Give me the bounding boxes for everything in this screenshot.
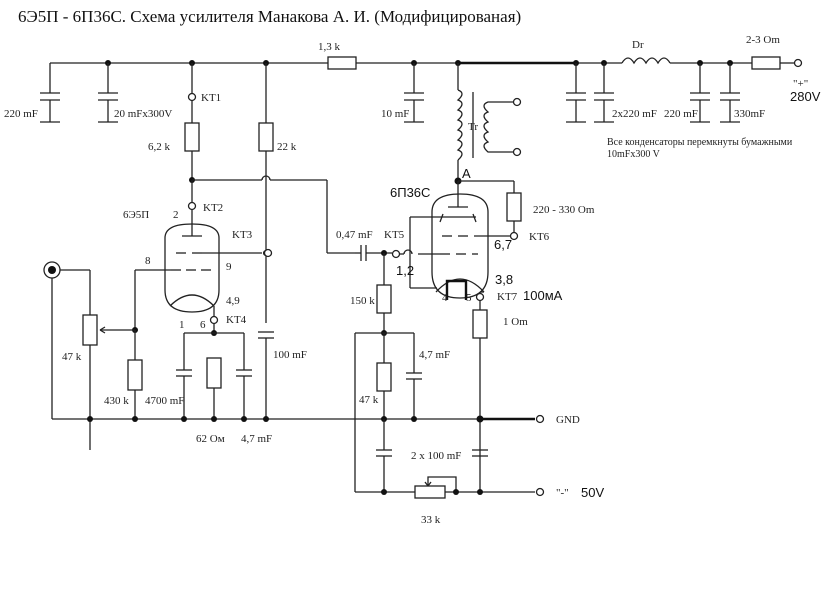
tube-6p36s bbox=[431, 193, 489, 299]
label-c10: 10 mF bbox=[381, 108, 409, 120]
label-pot-33k: 33 k bbox=[421, 514, 441, 526]
resistor-430k bbox=[127, 359, 143, 391]
label-gnd: GND bbox=[556, 414, 580, 426]
label-pin-6: 6 bbox=[200, 319, 206, 331]
choke-dr bbox=[621, 57, 671, 65]
test-point-kt4 bbox=[209, 315, 219, 325]
label-c-2x220: 2x220 mF bbox=[612, 108, 657, 120]
label-pin-4: 4 bbox=[442, 292, 448, 304]
label-transformer: Tr bbox=[468, 121, 478, 133]
label-kt7-current: 100мА bbox=[523, 288, 563, 303]
label-c1: 220 mF bbox=[4, 108, 38, 120]
label-pin-3-8: 3,8 bbox=[495, 272, 513, 287]
label-kt2: KT2 bbox=[203, 202, 223, 214]
test-point-kt3 bbox=[263, 248, 273, 258]
label-tube-output: 6П36С bbox=[390, 185, 430, 200]
plus-280v-terminal bbox=[793, 58, 803, 68]
label-pin-1: 1 bbox=[179, 319, 185, 331]
label-kt1: KT1 bbox=[201, 92, 221, 104]
label-pin-5: 5 bbox=[466, 292, 472, 304]
label-pin-8: 8 bbox=[145, 255, 151, 267]
label-choke: Dr bbox=[632, 39, 644, 51]
label-kt3: KT3 bbox=[232, 229, 253, 241]
label-kt4: KT4 bbox=[226, 314, 247, 326]
label-c-coupling: 0,47 mF bbox=[336, 229, 373, 241]
resistor-g2 bbox=[506, 192, 522, 222]
label-pin-1-2: 1,2 bbox=[396, 263, 414, 278]
label-c-100: 100 mF bbox=[273, 349, 307, 361]
label-c-4700: 4700 mF bbox=[145, 395, 184, 407]
gnd-terminal bbox=[535, 414, 545, 424]
minus-50v-terminal bbox=[535, 487, 545, 497]
note-line-1: Все конденсаторы перемкнуты бумажными bbox=[607, 137, 793, 148]
resistor-1-3k bbox=[327, 56, 357, 70]
label-pin-6-7: 6,7 bbox=[494, 237, 512, 252]
label-c-2x100: 2 x 100 mF bbox=[411, 450, 461, 462]
label-kt5: KT5 bbox=[384, 229, 405, 241]
label-r-anode: 6,2 k bbox=[148, 141, 171, 153]
label-c2: 20 mFx300V bbox=[114, 108, 172, 120]
transformer-secondary bbox=[483, 101, 513, 153]
tube-6e5p bbox=[164, 223, 220, 313]
transformer-primary bbox=[456, 89, 463, 161]
label-kt6: KT6 bbox=[529, 231, 550, 243]
label-node-a: A bbox=[462, 166, 471, 181]
resistor-2-3om bbox=[751, 56, 781, 70]
test-point-kt1 bbox=[187, 92, 197, 102]
label-minus: "-" bbox=[556, 487, 569, 499]
label-c-4-7-bias: 4,7 mF bbox=[419, 349, 450, 361]
note-line-2: 10mFx300 V bbox=[607, 149, 661, 160]
label-r-1om: 1 Om bbox=[503, 316, 528, 328]
label-pot-47k: 47 k bbox=[62, 351, 82, 363]
resistor-47k-bias bbox=[376, 362, 392, 392]
label-plus: "+" bbox=[793, 78, 808, 90]
supply-rail bbox=[50, 56, 803, 70]
label-pin-9: 9 bbox=[226, 261, 232, 273]
label-c-330: 330mF bbox=[734, 108, 765, 120]
label-r-supply: 1,3 k bbox=[318, 41, 341, 53]
resistor-150k bbox=[376, 284, 392, 314]
label-r-23: 2-3 Om bbox=[746, 34, 780, 46]
driver-stage bbox=[43, 60, 545, 450]
label-kt7: KT7 bbox=[497, 291, 518, 303]
potentiometer-33k bbox=[414, 485, 446, 499]
label-c-4-7-cath: 4,7 mF bbox=[241, 433, 272, 445]
label-plus-voltage: 280V bbox=[790, 89, 821, 104]
test-point-kt2 bbox=[187, 201, 197, 211]
output-stage bbox=[354, 60, 545, 499]
label-c-220: 220 mF bbox=[664, 108, 698, 120]
label-r-62: 62 Ом bbox=[196, 433, 225, 445]
label-minus-voltage: 50V bbox=[581, 485, 604, 500]
label-r-430k: 430 k bbox=[104, 395, 129, 407]
label-r-g2: 220 - 330 Om bbox=[533, 204, 595, 216]
top-caps bbox=[40, 60, 740, 123]
label-pin-4-9: 4,9 bbox=[226, 295, 240, 307]
label-r-47k-bias: 47 k bbox=[359, 394, 379, 406]
label-r-150k: 150 k bbox=[350, 295, 375, 307]
test-point-kt7 bbox=[475, 292, 485, 302]
schematic-title: 6Э5П - 6П36С. Схема усилителя Манакова А… bbox=[18, 7, 521, 26]
potentiometer-47k bbox=[82, 314, 98, 346]
label-pin-2: 2 bbox=[173, 209, 179, 221]
output-terminal-1 bbox=[512, 97, 522, 107]
resistor-22k bbox=[258, 122, 274, 152]
output-terminal-2 bbox=[512, 147, 522, 157]
resistor-1om bbox=[472, 309, 488, 339]
label-tube-driver: 6Э5П bbox=[123, 209, 149, 221]
label-r-screen: 22 k bbox=[277, 141, 297, 153]
resistor-6-2k bbox=[184, 122, 200, 152]
resistor-62om bbox=[206, 357, 222, 389]
test-point-kt5 bbox=[391, 249, 401, 259]
